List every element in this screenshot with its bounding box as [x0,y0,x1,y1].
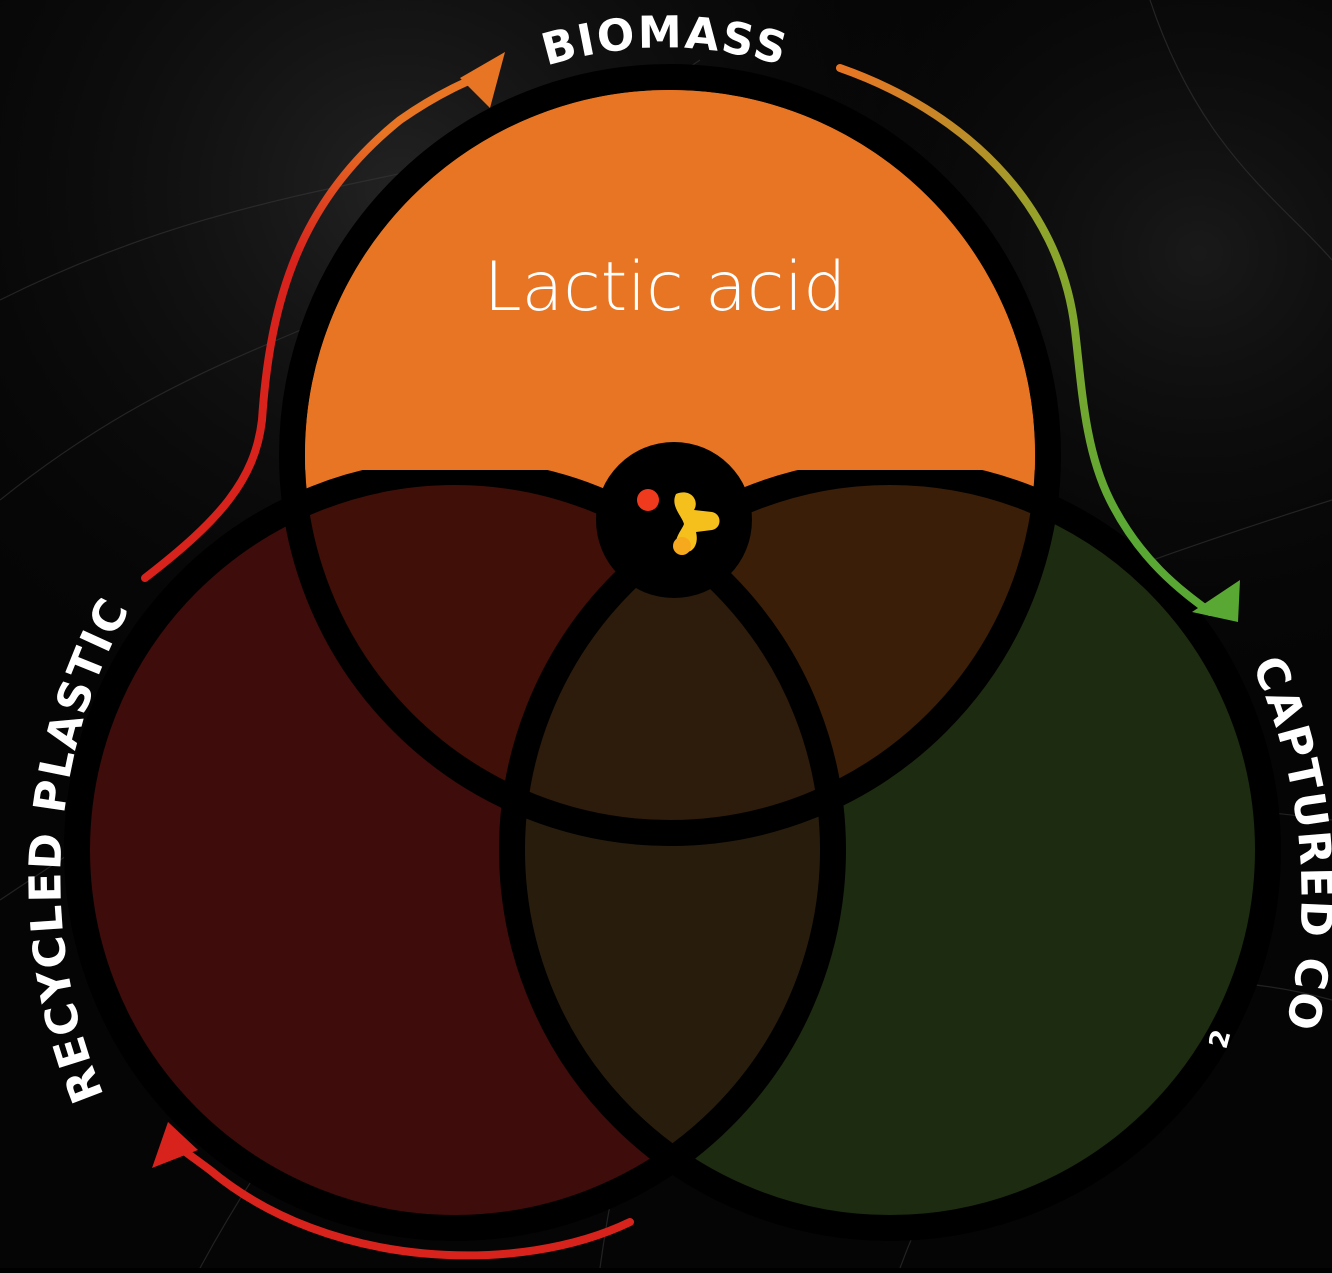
arrowhead-top-icon [460,52,505,108]
circle-borders [64,64,1281,1241]
arrow-plastic-to-biomass [141,68,494,582]
arrowhead-right-icon [1192,580,1240,622]
molecule-logo-icon [596,442,752,598]
biomass-circle-top [305,90,1035,470]
arrowhead-left-icon [152,1122,198,1168]
arrow-biomass-to-co2 [836,64,1214,616]
center-label: Lactic acid [484,248,847,327]
overlap-regions [300,480,1040,1220]
